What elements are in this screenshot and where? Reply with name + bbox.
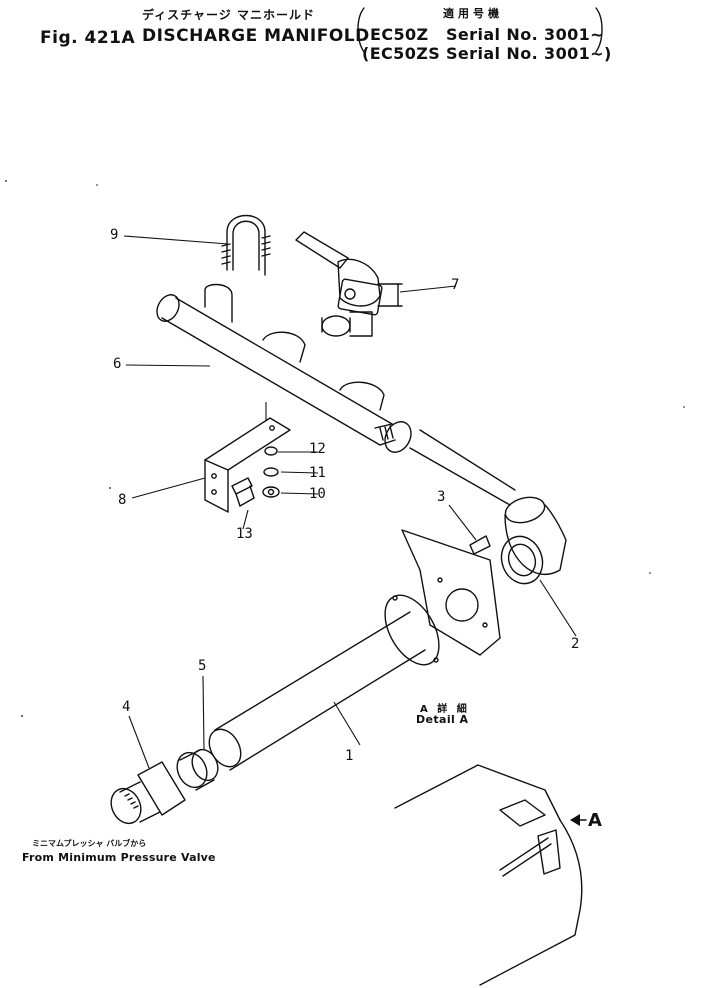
- callout-6: 6: [113, 356, 122, 372]
- callout-3: 3: [437, 489, 446, 505]
- fitting-part-4: [110, 761, 186, 825]
- u-bolt-part-9: [221, 214, 271, 276]
- view-a-marker: A: [588, 810, 602, 831]
- elbow-part-2: [500, 496, 567, 585]
- callout-5: 5: [198, 658, 207, 674]
- callout-leader-lines: [123, 235, 577, 769]
- callout-11: 11: [309, 465, 326, 481]
- bracket-part-8: [204, 417, 291, 513]
- model-ec50zs: (EC50ZS: [362, 44, 441, 63]
- callout-12: 12: [309, 441, 326, 457]
- callout-7: 7: [451, 277, 460, 293]
- serial-ec50z: Serial No. 3001~: [446, 25, 604, 44]
- bolt-part-3: [469, 535, 491, 555]
- callout-2: 2: [571, 636, 580, 652]
- applicability-label: 適用号機: [443, 7, 503, 20]
- nut-part-10: [262, 486, 280, 498]
- spring-washer-part-11: [263, 467, 279, 477]
- detail-a-label-japanese: A 詳 細: [420, 704, 470, 715]
- title-japanese: ディスチャージ マニホールド: [142, 8, 315, 22]
- callout-4: 4: [122, 699, 131, 715]
- figure-number: Fig. 421A: [40, 28, 136, 48]
- bolt-part-13: [231, 477, 255, 507]
- header-bracket-right: [595, 7, 603, 53]
- main-pipe-part-1: [208, 594, 440, 771]
- view-arrow-head: [570, 814, 580, 826]
- callout-8: 8: [118, 492, 127, 508]
- detail-a-housing: [394, 764, 583, 986]
- from-note-japanese: ミニマムプレッシャ バルブから: [32, 839, 147, 848]
- washer-part-12: [264, 446, 278, 456]
- detail-a-label-english: Detail A: [416, 713, 469, 726]
- model-ec50z: EC50Z: [370, 25, 429, 44]
- ball-valve-part-7: [295, 231, 403, 337]
- from-note-english: From Minimum Pressure Valve: [22, 851, 216, 864]
- callout-9: 9: [110, 227, 119, 243]
- callout-1: 1: [345, 748, 354, 764]
- serial-ec50zs: Serial No. 3001~): [446, 44, 612, 63]
- manifold-pipe-part-6: [156, 283, 516, 506]
- callout-10: 10: [309, 486, 326, 502]
- mounting-block: [401, 529, 501, 656]
- sleeve-part-5: [176, 748, 219, 791]
- header-bracket-left: [357, 7, 365, 53]
- callout-13: 13: [236, 526, 253, 542]
- title-english: DISCHARGE MANIFOLD: [142, 26, 370, 46]
- scan-specks: [5, 180, 685, 717]
